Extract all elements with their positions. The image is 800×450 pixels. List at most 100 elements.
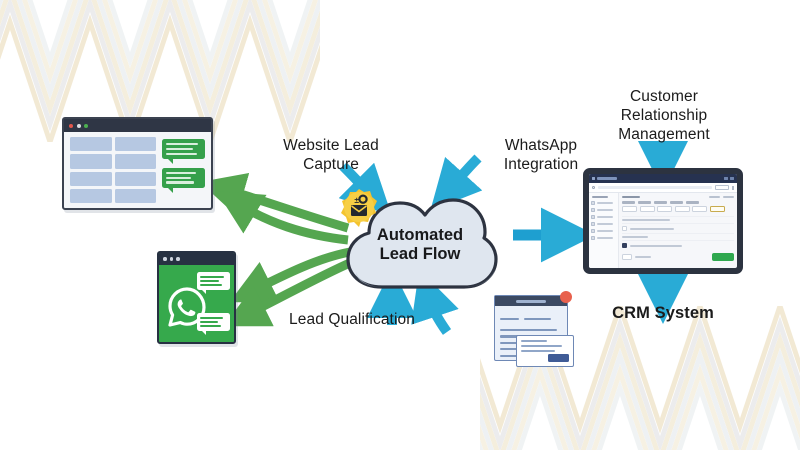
whatsapp-logo-icon [168, 287, 206, 327]
crm-tablet-mockup[interactable] [583, 168, 743, 274]
sidebar-item[interactable] [591, 208, 616, 212]
label-crm-system: CRM System [612, 304, 714, 322]
table-row[interactable] [622, 233, 734, 240]
sidebar-item[interactable] [591, 229, 616, 233]
filter-chip[interactable] [692, 206, 707, 213]
crm-main-panel [619, 193, 737, 268]
svg-text:±: ± [354, 195, 359, 205]
label-line: Capture [303, 155, 359, 173]
record-list [622, 216, 734, 250]
window-minimize-dot[interactable] [76, 123, 81, 128]
footer-text [635, 256, 651, 259]
content-block [70, 137, 112, 152]
crm-logo-icon [592, 177, 595, 180]
table-row[interactable] [622, 223, 734, 233]
chat-bubble-column [162, 137, 205, 203]
chat-bubble [197, 313, 230, 336]
whatsapp-app-mockup[interactable] [157, 251, 236, 344]
app-content [159, 265, 234, 342]
sidebar-item[interactable] [591, 236, 616, 240]
filter-chip[interactable] [657, 206, 672, 213]
label-line: Management [618, 125, 710, 143]
crm-search-bar[interactable] [589, 183, 737, 193]
crm-top-bar [589, 174, 737, 183]
content-block [70, 154, 112, 169]
crm-top-actions[interactable] [724, 177, 734, 180]
content-block [114, 154, 156, 169]
filter-chip[interactable] [639, 206, 655, 213]
app-title-bar [159, 253, 234, 265]
popup-submit-button[interactable] [548, 354, 569, 362]
sidebar-item-icon [591, 201, 595, 205]
label-line: Website Lead [283, 137, 379, 154]
label-lead-qualification: Lead Qualification [289, 311, 415, 328]
sidebar-item[interactable] [591, 222, 616, 226]
crm-dashboard [589, 174, 737, 268]
label-customer-relationship-management: Customer Relationship Management [594, 88, 734, 145]
more-options-icon[interactable] [732, 185, 734, 190]
cloud-label-line: Automated [376, 226, 464, 244]
panel-title [622, 196, 640, 199]
label-line: Relationship [620, 106, 708, 124]
label-line: WhatsApp [504, 137, 578, 154]
sidebar-item[interactable] [591, 201, 616, 205]
automated-lead-flow-cloud[interactable]: ± Automated Lead Flow [340, 188, 500, 292]
sidebar-item-icon [591, 236, 595, 240]
crm-body [589, 193, 737, 268]
window-minimize-dot[interactable] [169, 257, 174, 261]
save-button[interactable] [712, 253, 734, 262]
chat-bubble [162, 167, 205, 193]
panel-tabs[interactable] [622, 201, 734, 204]
content-block [114, 188, 156, 203]
sidebar-item-icon [591, 229, 595, 233]
sidebar-heading [592, 196, 608, 199]
content-block [70, 188, 112, 203]
content-block [114, 171, 156, 186]
window-maximize-dot[interactable] [84, 123, 88, 128]
label-whatsapp-integration: WhatsApp Integration [482, 137, 600, 175]
panel-header-actions[interactable] [709, 196, 734, 199]
label-line: Integration [503, 155, 579, 173]
content-block [114, 137, 156, 152]
crm-app-title [597, 177, 617, 180]
footer-button[interactable] [622, 254, 632, 261]
window-close-dot[interactable] [163, 257, 167, 261]
window-maximize-dot[interactable] [176, 257, 180, 261]
window-close-dot[interactable] [69, 123, 73, 128]
primary-action-button[interactable] [715, 185, 729, 190]
cloud-label: Automated Lead Flow [340, 226, 500, 265]
cloud-shape-icon [346, 198, 498, 289]
website-browser-mockup[interactable] [62, 117, 213, 210]
filter-chip[interactable] [622, 206, 637, 213]
email-form-mockup[interactable] [492, 291, 576, 371]
browser-title-bar [64, 119, 211, 132]
panel-header [622, 196, 734, 199]
label-website-lead-capture: Website Lead Capture [265, 137, 397, 175]
table-row[interactable] [622, 240, 734, 250]
label-line: Customer [630, 88, 698, 105]
table-row[interactable] [622, 216, 734, 223]
form-window-header [495, 296, 567, 306]
chat-bubble [162, 139, 205, 164]
filter-chip-row[interactable] [622, 206, 734, 213]
sidebar-item[interactable] [591, 215, 616, 219]
filter-chip[interactable] [674, 206, 690, 213]
browser-content [64, 132, 211, 208]
sidebar-item-icon [591, 208, 595, 212]
notification-badge-icon [560, 291, 572, 303]
crm-sidebar[interactable] [589, 193, 619, 268]
sidebar-item-icon [591, 215, 595, 219]
robot-badge-icon: ± [341, 189, 377, 227]
content-block-grid [70, 137, 156, 203]
search-input[interactable] [598, 186, 712, 189]
cloud-label-line: Lead Flow [379, 245, 461, 264]
row-avatar [622, 243, 627, 249]
row-checkbox[interactable] [622, 226, 627, 232]
popup-card[interactable] [516, 335, 574, 367]
filter-chip-selected[interactable] [709, 206, 725, 213]
sidebar-item-icon [591, 222, 595, 226]
search-icon [592, 186, 595, 189]
content-block [70, 171, 112, 186]
